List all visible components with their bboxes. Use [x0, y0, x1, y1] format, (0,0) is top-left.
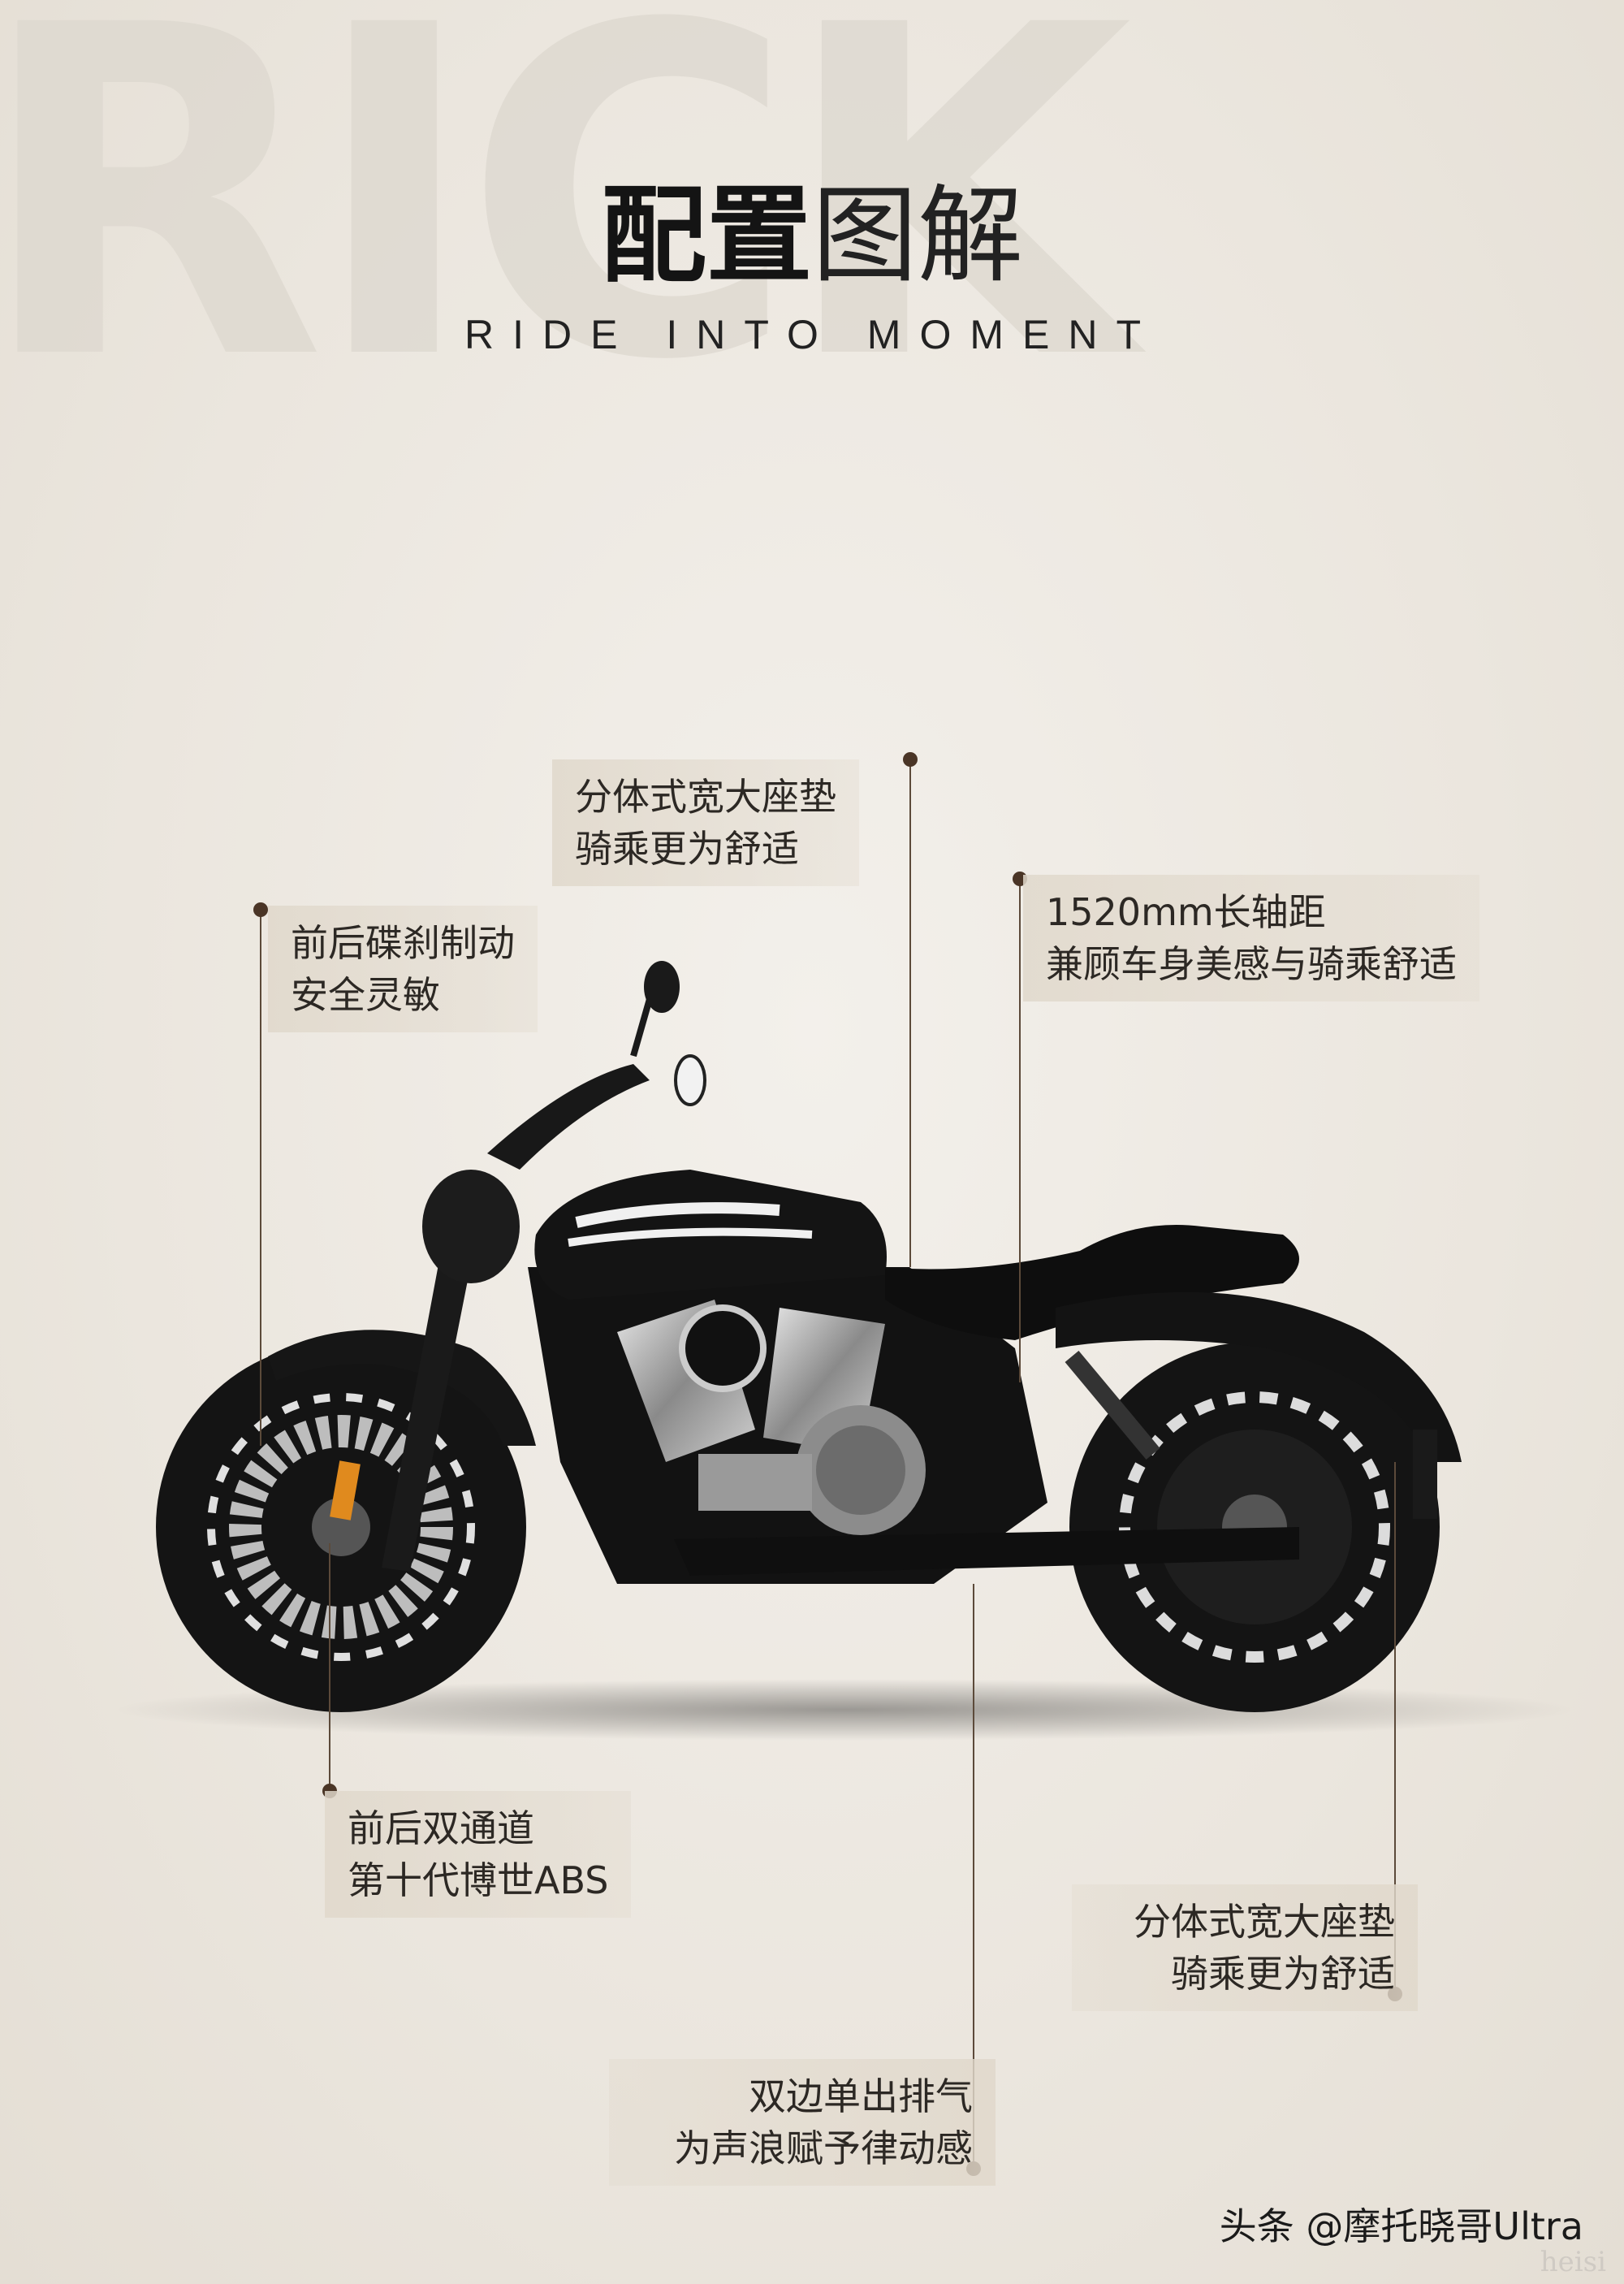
callout-line-wheelbase	[1019, 879, 1021, 1382]
callout-line-seat-top	[909, 759, 911, 1267]
mirror	[644, 961, 680, 1013]
tank-stripe	[575, 1202, 780, 1228]
exhaust-pipe	[674, 1527, 1299, 1576]
callout-text-line1: 分体式宽大座垫	[1134, 1900, 1395, 1944]
callout-seat-bottom: 分体式宽大座垫 骑乘更为舒适	[1072, 1884, 1418, 2011]
callout-dot-brake	[253, 902, 268, 917]
plate-holder	[1413, 1430, 1437, 1519]
title-bold: 配置	[600, 174, 812, 297]
callout-text-line2: 安全灵敏	[291, 973, 440, 1017]
title-light: 图解	[812, 174, 1024, 297]
callout-text-line1: 双边单出排气	[749, 2074, 973, 2118]
fork-reflector	[330, 1460, 361, 1521]
front-fender	[268, 1330, 536, 1446]
callout-line-seat-bottom	[1394, 1462, 1396, 1994]
callout-text-line1: 前后碟刹制动	[291, 921, 515, 965]
page-subtitle: RIDE INTO MOMENT	[464, 312, 1160, 357]
watermark: 头条 @摩托晓哥Ultra	[1219, 2204, 1583, 2248]
callout-text-line2: 兼顾车身美感与骑乘舒适	[1046, 942, 1457, 986]
engine	[617, 1300, 926, 1535]
callout-text-line1: 1520mm长轴距	[1046, 890, 1326, 934]
gauge	[674, 1054, 706, 1106]
callout-text-line2: 为声浪赋予律动感	[674, 2126, 973, 2170]
callout-line-exhaust	[973, 1584, 974, 2169]
callout-dot-seat-top	[903, 752, 918, 767]
callout-line-abs	[329, 1543, 330, 1791]
callout-text-line2: 骑乘更为舒适	[1171, 1952, 1395, 1996]
corner-mark: heisi	[1540, 2246, 1606, 2278]
rear-fender	[1056, 1291, 1462, 1462]
callout-text-line1: 前后双通道	[348, 1806, 534, 1850]
callout-text-line2: 骑乘更为舒适	[575, 827, 799, 871]
callout-exhaust: 双边单出排气 为声浪赋予律动感	[609, 2059, 996, 2186]
callout-line-brake	[260, 910, 261, 1446]
background-word: RICK	[0, 0, 1132, 460]
page-title: 配置图解	[0, 183, 1624, 288]
headlight	[422, 1170, 520, 1283]
mirror-stem	[630, 997, 653, 1058]
handlebar	[487, 1064, 650, 1170]
callout-seat-top: 分体式宽大座垫 骑乘更为舒适	[552, 759, 859, 886]
callout-abs: 前后双通道 第十代博世ABS	[325, 1791, 632, 1918]
callout-brake: 前后碟刹制动 安全灵敏	[268, 906, 538, 1032]
rear-wheel	[1069, 1342, 1440, 1712]
callout-text-line2: 第十代博世ABS	[348, 1858, 609, 1902]
seat	[885, 1225, 1299, 1340]
callout-text-line1: 分体式宽大座垫	[575, 775, 836, 819]
tank-stripe-2	[568, 1227, 813, 1247]
rear-shock	[1065, 1350, 1160, 1460]
callout-wheelbase: 1520mm长轴距 兼顾车身美感与骑乘舒适	[1023, 875, 1479, 1001]
